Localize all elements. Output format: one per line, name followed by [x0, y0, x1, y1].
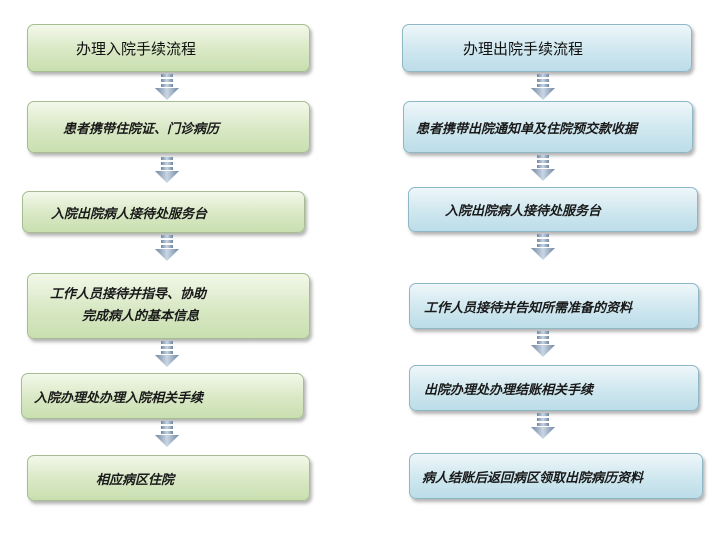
admission-step-5: 相应病区住院	[27, 455, 310, 501]
admission-step-5-label: 相应病区住院	[96, 472, 175, 488]
admission-step-1-label: 患者携带住院证、门诊病历	[63, 121, 220, 137]
admission-title: 办理入院手续流程	[76, 39, 197, 58]
down-arrow-icon	[155, 235, 179, 261]
admission-step-3-label-line1: 工作人员接待并指导、协助	[50, 287, 207, 302]
down-arrow-icon	[155, 341, 179, 367]
down-arrow-icon	[531, 413, 555, 439]
discharge-step-5: 病人结账后返回病区领取出院病历资料	[409, 453, 703, 499]
discharge-step-3-label: 工作人员接待并告知所需准备的资料	[424, 300, 633, 316]
admission-step-1: 患者携带住院证、门诊病历	[27, 101, 310, 153]
down-arrow-icon	[531, 74, 555, 100]
discharge-step-3: 工作人员接待并告知所需准备的资料	[409, 283, 699, 329]
discharge-step-5-label: 病人结账后返回病区领取出院病历资料	[422, 470, 644, 486]
down-arrow-icon	[155, 74, 179, 100]
down-arrow-icon	[531, 331, 555, 357]
discharge-step-1-label: 患者携带出院通知单及住院预交款收据	[416, 121, 638, 137]
admission-step-2-label: 入院出院病人接待处服务台	[51, 206, 208, 222]
discharge-step-1: 患者携带出院通知单及住院预交款收据	[403, 101, 693, 153]
down-arrow-icon	[531, 155, 555, 181]
discharge-title-box: 办理出院手续流程	[402, 24, 692, 72]
down-arrow-icon	[531, 234, 555, 260]
discharge-step-2-label: 入院出院病人接待处服务台	[445, 204, 602, 219]
admission-step-3: 工作人员接待并指导、协助 完成病人的基本信息	[27, 273, 310, 339]
admission-step-4-label: 入院办理处办理入院相关手续	[34, 390, 204, 406]
down-arrow-icon	[155, 421, 179, 447]
down-arrow-icon	[155, 157, 179, 183]
discharge-step-4-label: 出院办理处办理结账相关手续	[424, 382, 594, 398]
admission-step-4: 入院办理处办理入院相关手续	[21, 373, 304, 419]
admission-step-3-label-line2: 完成病人的基本信息	[82, 309, 200, 324]
discharge-step-4: 出院办理处办理结账相关手续	[409, 365, 699, 411]
admission-title-box: 办理入院手续流程	[27, 24, 310, 72]
discharge-title: 办理出院手续流程	[463, 39, 584, 58]
admission-step-2: 入院出院病人接待处服务台	[22, 191, 305, 233]
discharge-step-2: 入院出院病人接待处服务台	[408, 187, 698, 232]
